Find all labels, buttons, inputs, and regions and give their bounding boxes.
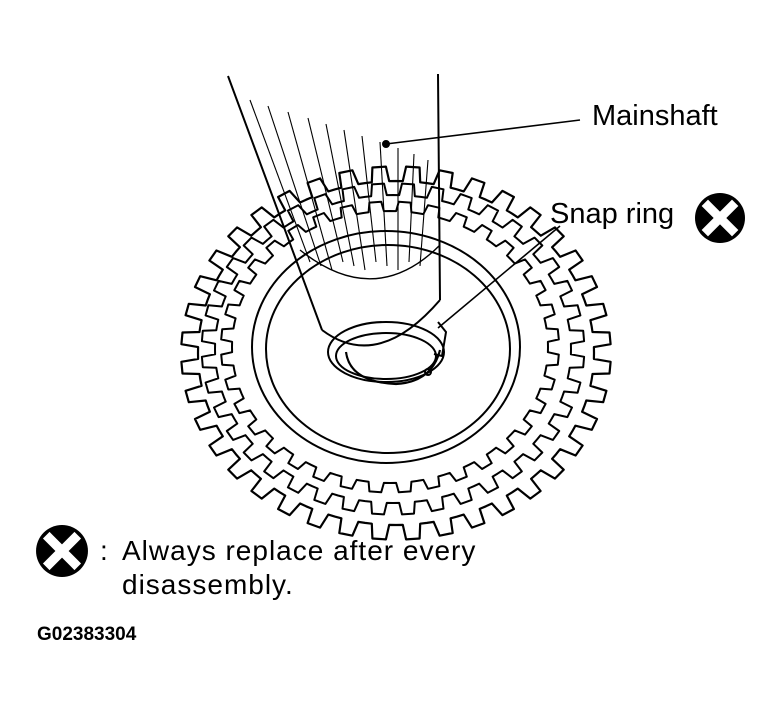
legend-line-2: disassembly. bbox=[122, 569, 294, 600]
mainshaft-label: Mainshaft bbox=[592, 100, 718, 132]
shaft-spline-line bbox=[379, 141, 388, 267]
shaft-spline-line bbox=[267, 105, 322, 267]
snap-ring-eyelet bbox=[424, 368, 432, 376]
legend-separator: : bbox=[100, 535, 109, 566]
mainshaft-leader-line bbox=[385, 119, 581, 145]
outer-synchro-teeth bbox=[180, 165, 612, 541]
snap-ring-leader-line bbox=[437, 225, 561, 329]
middle-synchro-teeth bbox=[200, 182, 586, 516]
figure-code: G02383304 bbox=[37, 624, 137, 645]
shaft-spline-line bbox=[408, 153, 415, 263]
hub-face-outer bbox=[251, 230, 521, 464]
hub-face-inner bbox=[265, 244, 511, 454]
snap-ring-end bbox=[433, 321, 448, 358]
x-circle-icon bbox=[695, 193, 745, 243]
shaft-spline-line bbox=[325, 123, 355, 267]
x-circle-icon bbox=[36, 525, 88, 577]
snap-ring-label: Snap ring bbox=[550, 198, 675, 230]
snap-ring-arc bbox=[344, 349, 442, 386]
shaft-spline-line bbox=[361, 135, 377, 263]
leader-lines bbox=[381, 119, 581, 329]
shaft-spline-line bbox=[287, 111, 333, 271]
shaft-collar-inner bbox=[335, 332, 437, 380]
inner-gear-teeth bbox=[220, 200, 560, 494]
shaft-spline-line bbox=[343, 129, 366, 271]
legend-line-1: Always replace after every bbox=[122, 535, 477, 566]
mainshaft-leader-dot bbox=[381, 140, 390, 149]
shaft-spline-line bbox=[419, 159, 429, 267]
shaft-outline bbox=[227, 73, 441, 347]
shaft-spline-line bbox=[307, 117, 344, 263]
mainshaft-body bbox=[227, 73, 445, 383]
shaft-spline-line bbox=[249, 99, 311, 263]
shaft-shoulder bbox=[299, 244, 441, 280]
gear-assembly bbox=[180, 165, 612, 541]
snap-ring bbox=[344, 321, 448, 386]
shaft-collar bbox=[327, 321, 445, 383]
